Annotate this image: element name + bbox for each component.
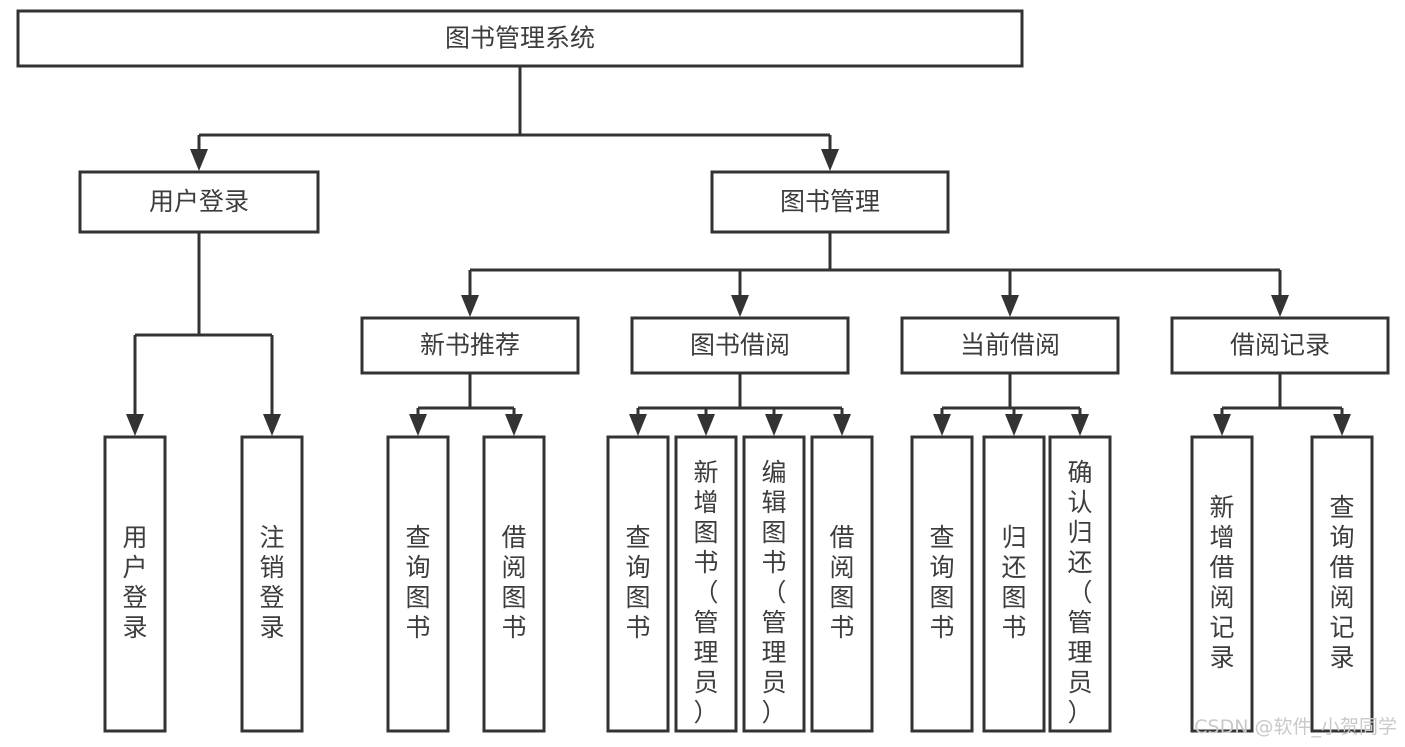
node-label: 查询图书 bbox=[625, 523, 650, 642]
node-b_edit[interactable]: 编辑图书（管理员） bbox=[742, 435, 806, 733]
node-n_query[interactable]: 查询图书 bbox=[386, 435, 450, 733]
node-newbook[interactable]: 新书推荐 bbox=[360, 316, 580, 375]
node-box bbox=[1310, 435, 1374, 733]
arrow-head-icon bbox=[409, 414, 427, 436]
node-box bbox=[386, 435, 450, 733]
node-borrow[interactable]: 图书借阅 bbox=[630, 316, 850, 375]
node-label: 借阅图书 bbox=[829, 523, 854, 642]
arrow-head-icon bbox=[629, 414, 647, 436]
node-r_query[interactable]: 查询借阅记录 bbox=[1310, 435, 1374, 733]
node-c_confirm[interactable]: 确认归还（管理员） bbox=[1048, 435, 1112, 733]
connector-group-root bbox=[190, 66, 839, 171]
connector-group-borrow bbox=[629, 373, 851, 436]
node-label: 编辑图书（管理员） bbox=[761, 458, 786, 727]
node-label: 借阅图书 bbox=[501, 523, 526, 642]
connector-group-login bbox=[126, 232, 281, 436]
node-box bbox=[103, 435, 167, 733]
arrow-head-icon bbox=[1005, 414, 1023, 436]
arrow-head-icon bbox=[190, 149, 208, 171]
connector-group-records bbox=[1213, 373, 1351, 436]
node-c_return[interactable]: 归还图书 bbox=[982, 435, 1046, 733]
node-box bbox=[78, 170, 320, 234]
node-box bbox=[1048, 435, 1112, 733]
arrow-head-icon bbox=[1333, 414, 1351, 436]
node-c_query[interactable]: 查询图书 bbox=[910, 435, 974, 733]
node-layer: 图书管理系统用户登录图书管理新书推荐图书借阅当前借阅借阅记录用户登录注销登录查询… bbox=[16, 9, 1390, 733]
node-box bbox=[710, 170, 950, 234]
arrow-head-icon bbox=[731, 295, 749, 317]
node-label: 图书管理 bbox=[780, 187, 880, 216]
node-box bbox=[606, 435, 670, 733]
node-box bbox=[982, 435, 1046, 733]
node-current[interactable]: 当前借阅 bbox=[900, 316, 1120, 375]
node-label: 当前借阅 bbox=[960, 331, 1060, 360]
arrow-head-icon bbox=[1071, 414, 1089, 436]
node-box bbox=[742, 435, 806, 733]
node-label: 查询图书 bbox=[929, 523, 954, 642]
node-box bbox=[910, 435, 974, 733]
arrow-head-icon bbox=[1271, 295, 1289, 317]
connector-group-bookmgmt bbox=[461, 232, 1289, 317]
node-box bbox=[810, 435, 874, 733]
node-b_add[interactable]: 新增图书（管理员） bbox=[674, 435, 738, 733]
arrow-head-icon bbox=[765, 414, 783, 436]
node-label: 用户登录 bbox=[122, 523, 147, 642]
node-label: 归还图书 bbox=[1001, 523, 1026, 642]
node-label: 查询借阅记录 bbox=[1329, 493, 1354, 672]
node-label: 查询图书 bbox=[405, 523, 430, 642]
node-records[interactable]: 借阅记录 bbox=[1170, 316, 1390, 375]
node-label: 借阅记录 bbox=[1230, 331, 1330, 360]
node-box bbox=[1170, 316, 1390, 375]
node-label: 新书推荐 bbox=[420, 331, 520, 360]
node-l_logout[interactable]: 注销登录 bbox=[240, 435, 304, 733]
connector-group-newbook bbox=[409, 373, 523, 436]
node-bookmgmt[interactable]: 图书管理 bbox=[710, 170, 950, 234]
connector-layer bbox=[126, 66, 1351, 436]
node-login[interactable]: 用户登录 bbox=[78, 170, 320, 234]
node-box bbox=[674, 435, 738, 733]
node-b_query[interactable]: 查询图书 bbox=[606, 435, 670, 733]
arrow-head-icon bbox=[1213, 414, 1231, 436]
node-r_add[interactable]: 新增借阅记录 bbox=[1190, 435, 1254, 733]
node-box bbox=[1190, 435, 1254, 733]
node-label: 新增借阅记录 bbox=[1209, 493, 1234, 672]
node-b_lend[interactable]: 借阅图书 bbox=[810, 435, 874, 733]
node-box bbox=[16, 9, 1024, 68]
node-box bbox=[240, 435, 304, 733]
node-box bbox=[360, 316, 580, 375]
arrow-head-icon bbox=[821, 149, 839, 171]
node-label: 注销登录 bbox=[259, 523, 284, 642]
node-label: 图书管理系统 bbox=[445, 24, 595, 53]
arrow-head-icon bbox=[263, 414, 281, 436]
node-box bbox=[482, 435, 546, 733]
arrow-head-icon bbox=[461, 295, 479, 317]
connector-group-current bbox=[933, 373, 1089, 436]
node-n_borrow[interactable]: 借阅图书 bbox=[482, 435, 546, 733]
node-label: 图书借阅 bbox=[690, 331, 790, 360]
arrow-head-icon bbox=[697, 414, 715, 436]
node-root[interactable]: 图书管理系统 bbox=[16, 9, 1024, 68]
node-label: 用户登录 bbox=[149, 187, 249, 216]
arrow-head-icon bbox=[126, 414, 144, 436]
node-box bbox=[900, 316, 1120, 375]
node-l_login[interactable]: 用户登录 bbox=[103, 435, 167, 733]
arrow-head-icon bbox=[933, 414, 951, 436]
node-label: 新增图书（管理员） bbox=[693, 458, 718, 727]
node-box bbox=[630, 316, 850, 375]
arrow-head-icon bbox=[1001, 295, 1019, 317]
arrow-head-icon bbox=[833, 414, 851, 436]
node-label: 确认归还（管理员） bbox=[1067, 458, 1092, 727]
arrow-head-icon bbox=[505, 414, 523, 436]
